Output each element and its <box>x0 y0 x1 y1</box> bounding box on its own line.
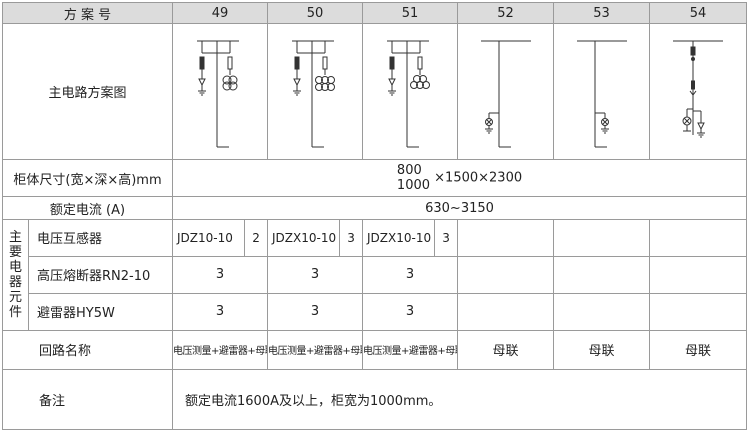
arrester-cell-52 <box>457 292 555 331</box>
fuse-cell-52 <box>457 255 555 294</box>
arrester-row: 避雷器HY5W 3 3 3 <box>3 292 748 331</box>
rated-current-label: 额定电流 (A) <box>1 196 174 220</box>
scheme-49-header: 49 <box>172 1 269 25</box>
vt-qty-50: 3 <box>339 220 362 256</box>
bus-tie-diagram <box>576 40 627 148</box>
cabinet-depth-height: ×1500×2300 <box>434 170 523 186</box>
vt-model-49: JDZ10-10 <box>177 230 233 245</box>
diagram-row: 主电路方案图 <box>1 23 748 161</box>
remarks-text: 额定电流1600A及以上，柜宽为1000mm。 <box>172 368 748 431</box>
fuse-row: 高压熔断器RN2-10 3 3 3 <box>3 255 748 294</box>
main-components-group-label: 主要电器元件 <box>2 218 29 331</box>
scheme-50-diagram <box>267 23 364 161</box>
rated-current-row: 额定电流 (A) 630~3150 <box>1 196 748 220</box>
scheme-50-header: 50 <box>267 1 364 25</box>
arrester-qty-50: 3 <box>267 292 364 331</box>
fuse-cell-54 <box>649 255 748 294</box>
scheme-54-diagram <box>649 23 748 161</box>
arrester-label: 避雷器HY5W <box>27 292 174 331</box>
header-row: 方 案 号 49 50 51 52 53 54 <box>1 1 748 25</box>
circuit-name-row: 回路名称 电压测量+避雷器+母联 电压测量+避雷器+母联 电压测量+避雷器+母联… <box>1 329 748 370</box>
diagram-label: 主电路方案图 <box>1 23 174 161</box>
cabinet-width-options: 800 1000 <box>397 163 430 193</box>
pt-arrester-3-diagram <box>292 40 336 148</box>
fuse-qty-49: 3 <box>172 255 269 294</box>
dimension-label: 柜体尺寸(宽×深×高)mm <box>1 159 174 198</box>
scheme-54-header: 54 <box>649 1 748 25</box>
circuit-name-54: 母联 <box>649 329 748 370</box>
circuit-name-52: 母联 <box>457 329 555 370</box>
vt-cell-54 <box>649 218 748 257</box>
vt-cell-52 <box>457 218 555 257</box>
circuit-name-49: 电压测量+避雷器+母联 <box>172 329 269 370</box>
dimension-value: 800 1000 ×1500×2300 <box>172 159 748 198</box>
vt-cell-53 <box>553 218 651 257</box>
remarks-label: 备注 <box>1 368 174 431</box>
circuit-name-label: 回路名称 <box>1 329 174 370</box>
arrester-cell-53 <box>553 292 651 331</box>
remarks-row: 备注 额定电流1600A及以上，柜宽为1000mm。 <box>1 368 748 431</box>
fuse-cell-53 <box>553 255 651 294</box>
arrester-qty-51: 3 <box>362 292 459 331</box>
scheme-51-diagram <box>362 23 459 161</box>
bus-tie-fuse-diagram <box>673 40 724 138</box>
bus-tie-diagram <box>480 40 531 148</box>
scheme-51-header: 51 <box>362 1 459 25</box>
circuit-name-51: 电压测量+避雷器+母联 <box>362 329 459 370</box>
vt-model-50: JDZX10-10 <box>272 230 337 245</box>
circuit-name-50: 电压测量+避雷器+母联 <box>267 329 364 370</box>
vt-cell-49: JDZ10-10 2 <box>172 218 269 257</box>
scheme-52-diagram <box>457 23 555 161</box>
pt-arrester-3-diagram <box>387 40 431 148</box>
circuit-name-53: 母联 <box>553 329 651 370</box>
fuse-label: 高压熔断器RN2-10 <box>27 255 174 294</box>
vt-qty-51: 3 <box>434 220 457 256</box>
voltage-transformer-label: 电压互感器 <box>27 218 174 257</box>
scheme-53-diagram <box>553 23 651 161</box>
scheme-49-diagram <box>172 23 269 161</box>
cabinet-width-b: 1000 <box>396 178 431 194</box>
scheme-52-header: 52 <box>457 1 555 25</box>
dimension-row: 柜体尺寸(宽×深×高)mm 800 1000 ×1500×2300 <box>1 159 748 198</box>
vt-model-51: JDZX10-10 <box>367 230 432 245</box>
fuse-qty-50: 3 <box>267 255 364 294</box>
pt-arrester-2-diagram <box>197 40 240 148</box>
fuse-qty-51: 3 <box>362 255 459 294</box>
scheme-53-header: 53 <box>553 1 651 25</box>
arrester-qty-49: 3 <box>172 292 269 331</box>
cabinet-width-a: 800 <box>396 163 422 179</box>
scheme-number-label: 方 案 号 <box>1 1 174 25</box>
vt-qty-49: 2 <box>244 220 267 256</box>
rated-current-value: 630~3150 <box>172 196 748 220</box>
arrester-cell-54 <box>649 292 748 331</box>
